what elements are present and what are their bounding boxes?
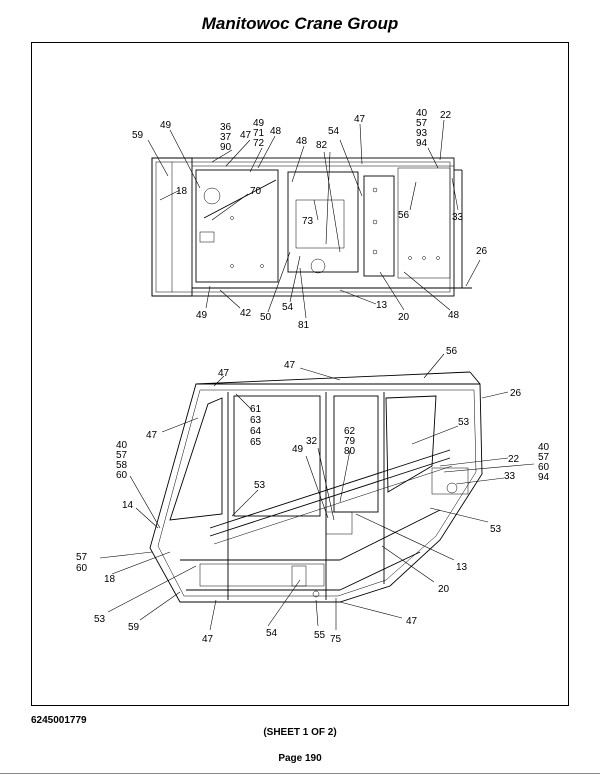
callout: 47 <box>146 430 158 441</box>
callout: 70 <box>250 186 262 197</box>
callout: 60 <box>116 470 128 481</box>
document-number: 6245001779 <box>31 715 87 726</box>
callout: 47 <box>354 114 366 125</box>
callout: 47 <box>202 634 214 645</box>
page-number: Page 190 <box>278 753 322 764</box>
callout: 18 <box>104 574 116 585</box>
callout: 20 <box>438 584 450 595</box>
callout: 72 <box>253 138 265 149</box>
top-view-drawing <box>147 119 481 319</box>
callout: 22 <box>508 454 520 465</box>
callout: 42 <box>240 308 252 319</box>
callout: 22 <box>440 110 452 121</box>
callout: 93 <box>416 128 428 139</box>
callout: 47 <box>240 130 252 141</box>
callout: 18 <box>176 186 188 197</box>
callout: 56 <box>446 346 458 357</box>
callout: 33 <box>504 471 516 482</box>
callout: 40 <box>116 440 128 451</box>
callout: 14 <box>122 500 134 511</box>
callout: 60 <box>538 462 550 473</box>
callout: 48 <box>448 310 460 321</box>
callout: 26 <box>510 388 522 399</box>
callout: 75 <box>330 634 342 645</box>
callout: 20 <box>398 312 410 323</box>
callout: 81 <box>298 320 310 331</box>
callout: 79 <box>344 436 356 447</box>
callout: 48 <box>296 136 308 147</box>
callout: 94 <box>416 138 428 149</box>
callout: 57 <box>416 118 428 129</box>
callout: 82 <box>316 140 328 151</box>
sheet-label: (SHEET 1 OF 2) <box>263 727 337 738</box>
callout: 65 <box>250 437 262 448</box>
callout: 37 <box>220 132 232 143</box>
page-title: Manitowoc Crane Group <box>201 14 399 33</box>
drawing-frame <box>31 42 569 706</box>
callout: 40 <box>416 108 428 119</box>
callout: 90 <box>220 142 232 153</box>
footer-divider <box>0 773 600 774</box>
callout: 63 <box>250 415 262 426</box>
callout: 55 <box>314 630 326 641</box>
callout: 13 <box>376 300 388 311</box>
callout: 80 <box>344 446 356 457</box>
callout: 57 <box>538 452 550 463</box>
callout: 53 <box>458 417 470 428</box>
callout: 33 <box>452 212 464 223</box>
callout: 60 <box>76 563 88 574</box>
callout: 47 <box>218 368 230 379</box>
callout: 49 <box>292 444 304 455</box>
callout: 53 <box>254 480 266 491</box>
callout: 49 <box>160 120 172 131</box>
callout: 62 <box>344 426 356 437</box>
callout: 58 <box>116 460 128 471</box>
callout: 49 <box>196 310 208 321</box>
side-view-drawing <box>99 353 535 631</box>
callout: 26 <box>476 246 488 257</box>
callout: 57 <box>76 552 88 563</box>
callout: 56 <box>398 210 410 221</box>
callout: 64 <box>250 426 262 437</box>
callout: 61 <box>250 404 262 415</box>
callout: 71 <box>253 128 265 139</box>
callout: 49 <box>253 118 265 129</box>
callout: 54 <box>328 126 340 137</box>
callout: 94 <box>538 472 550 483</box>
callout: 36 <box>220 122 232 133</box>
callout: 48 <box>270 126 282 137</box>
callout: 32 <box>306 436 318 447</box>
callout: 53 <box>94 614 106 625</box>
callout: 59 <box>128 622 140 633</box>
side-view-callouts: 47 47 56 26 47 61 63 64 65 53 40 57 58 6… <box>76 346 550 645</box>
callout: 59 <box>132 130 144 141</box>
callout: 53 <box>490 524 502 535</box>
callout: 40 <box>538 442 550 453</box>
callout: 57 <box>116 450 128 461</box>
callout: 54 <box>266 628 278 639</box>
callout: 73 <box>302 216 314 227</box>
callout: 47 <box>406 616 418 627</box>
callout: 47 <box>284 360 296 371</box>
callout: 13 <box>456 562 468 573</box>
callout: 54 <box>282 302 294 313</box>
top-view-callouts: 59 49 36 37 90 47 49 71 72 48 48 82 54 4… <box>132 108 488 331</box>
callout: 50 <box>260 312 272 323</box>
